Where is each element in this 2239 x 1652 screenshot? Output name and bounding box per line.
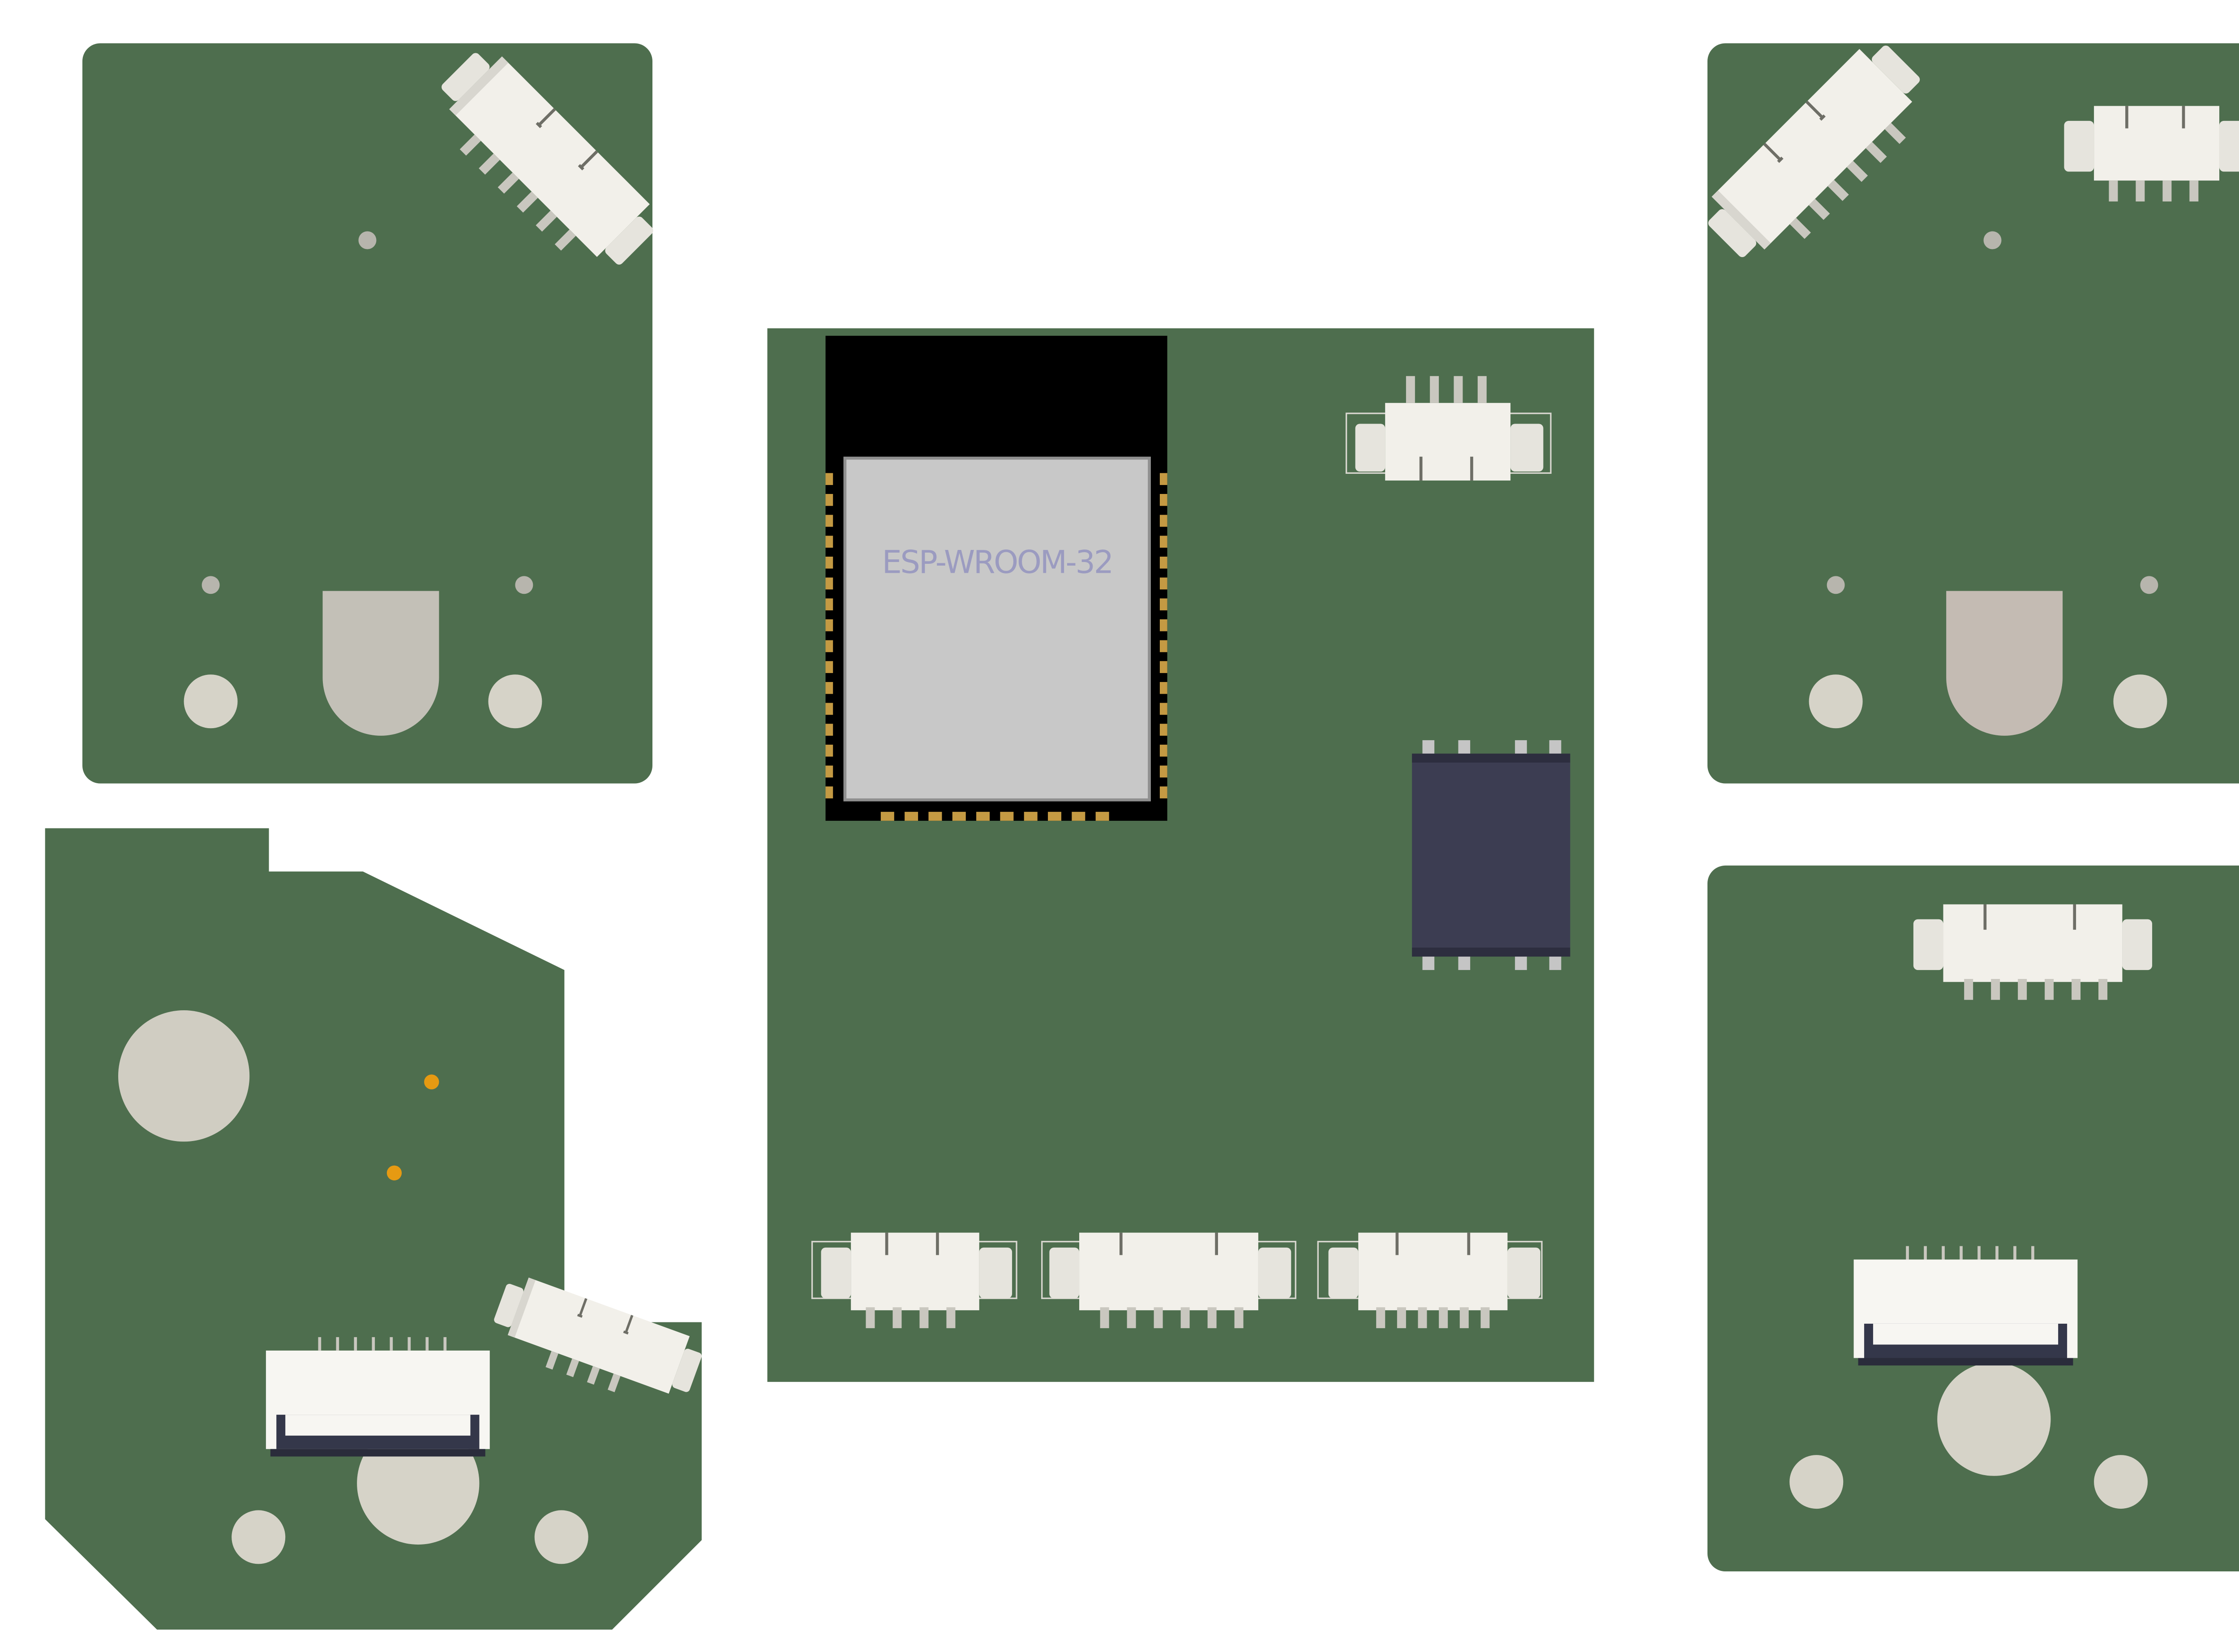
orange-indicator — [424, 1074, 439, 1090]
sensor-pad — [322, 591, 439, 736]
board-top-right — [1696, 33, 2239, 784]
main-board-bottom-connector-2 — [1041, 1232, 1296, 1328]
via-hole — [1827, 576, 1845, 594]
mount-pad — [534, 1510, 588, 1564]
rf-shield — [843, 456, 1151, 802]
soic-ic-chip — [1412, 740, 1570, 970]
large-mount-pad — [118, 1010, 250, 1142]
center-pad — [1937, 1362, 2051, 1476]
fpc-connector-bottom-left-board — [266, 1337, 490, 1457]
module-pins-left — [825, 473, 833, 798]
mount-pad — [2094, 1455, 2148, 1509]
via-hole — [515, 576, 533, 594]
board-top-left — [82, 41, 665, 784]
horizontal-connector-top-right-board — [2064, 106, 2239, 202]
via-hole — [2140, 576, 2158, 594]
mount-pad — [1789, 1455, 1844, 1509]
mount-pad — [232, 1510, 286, 1564]
mount-pad — [2113, 674, 2167, 729]
via-hole — [358, 231, 377, 249]
horizontal-connector-bottom-right-board — [1913, 904, 2153, 1000]
main-board-top-connector — [1345, 376, 1552, 481]
main-board-bottom-connector-3 — [1317, 1232, 1543, 1328]
orange-indicator — [386, 1165, 402, 1180]
main-board-bottom-connector-1 — [811, 1232, 1017, 1328]
board-center-main: ESP-WROOM-32 — [767, 328, 1594, 1382]
sensor-pad — [1946, 591, 2063, 736]
board-bottom-right — [1707, 865, 2239, 1572]
via-hole — [202, 576, 220, 594]
mount-pad — [1809, 674, 1863, 729]
module-label: ESP-WROOM-32 — [882, 544, 1112, 581]
esp32-module: ESP-WROOM-32 — [825, 335, 1167, 821]
fpc-connector-bottom-right-board — [1853, 1246, 2078, 1366]
module-pins-bottom — [880, 811, 1109, 821]
mount-pad — [184, 674, 238, 729]
module-pins-right — [1160, 473, 1167, 798]
via-hole — [1983, 231, 2002, 249]
board-bottom-left — [45, 828, 707, 1630]
mount-pad — [488, 674, 542, 729]
